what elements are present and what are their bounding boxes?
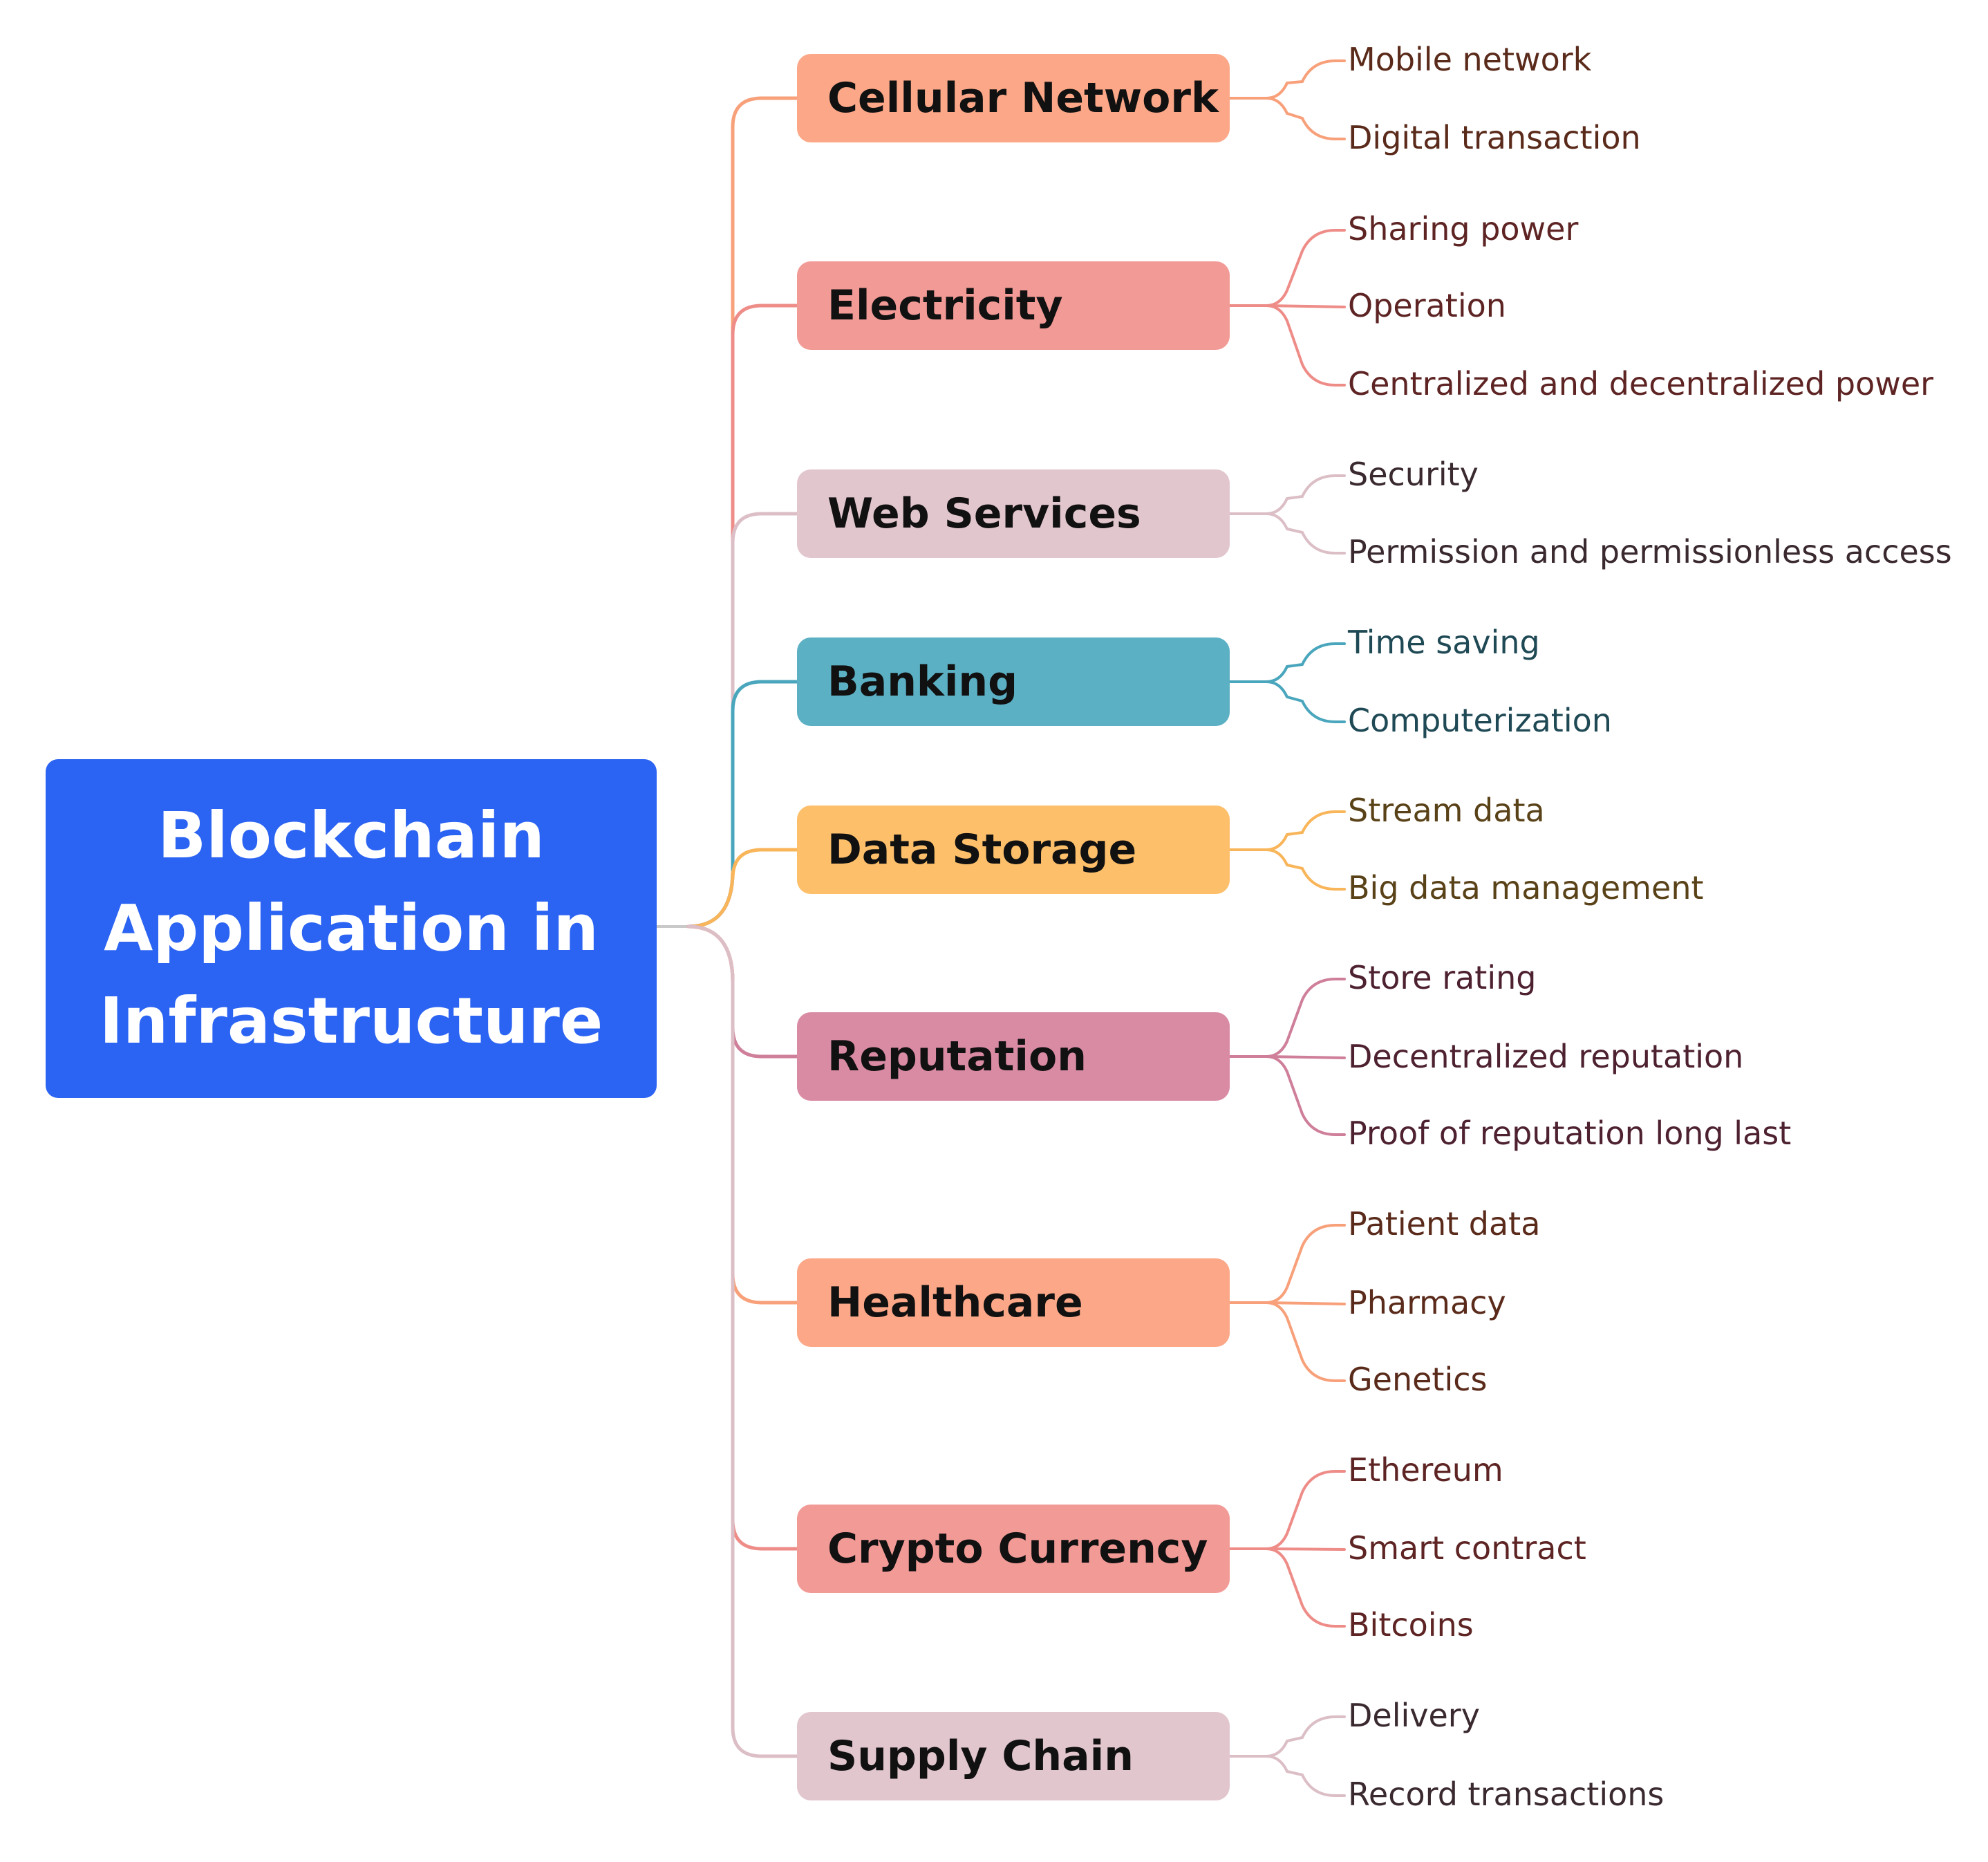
branch-line-3 [686,680,799,929]
subtopic-label[interactable]: Centralized and decentralized power [1348,365,1934,402]
subtopic-label[interactable]: Store rating [1348,959,1537,996]
branch-topic[interactable]: Cellular Network [797,54,1230,142]
branch-topic-label: Web Services [827,490,1141,538]
leaf-line-2-1 [1265,512,1346,555]
leaf-line-6-0 [1265,1224,1346,1304]
branch-topic-label: Cellular Network [827,74,1219,122]
branch-topic[interactable]: Data Storage [797,806,1230,894]
subtopic-label[interactable]: Sharing power [1348,210,1579,248]
branch-line-1 [686,304,799,929]
subtopic-label[interactable]: Mobile network [1348,41,1592,78]
subtopic-label[interactable]: Delivery [1348,1697,1480,1734]
subtopic-label[interactable]: Digital transaction [1348,119,1641,156]
subtopic-label[interactable]: Decentralized reputation [1348,1038,1744,1075]
branch-topic[interactable]: Electricity [797,261,1230,350]
branch-topic[interactable]: Web Services [797,469,1230,558]
branch-line-6 [686,924,799,1305]
branch-topic-label: Electricity [827,281,1063,330]
leaf-line-1-2 [1265,304,1346,387]
leaf-line-1-1 [1265,304,1346,308]
branch-topic-label: Data Storage [827,826,1137,874]
branch-line-2 [686,512,799,929]
central-topic-label: Blockchain Application in Infrastructure [99,799,603,1058]
leaf-line-0-0 [1265,59,1346,100]
branch-topic[interactable]: Reputation [797,1012,1230,1101]
leaf-line-1-0 [1265,229,1346,307]
leaf-line-2-0 [1265,474,1346,515]
subtopic-label[interactable]: Big data management [1348,869,1704,906]
subtopic-label[interactable]: Record transactions [1348,1776,1665,1813]
leaf-line-5-1 [1265,1055,1346,1059]
leaf-line-7-2 [1265,1547,1346,1628]
subtopic-label[interactable]: Ethereum [1348,1451,1503,1489]
leaf-line-0-1 [1265,97,1346,140]
subtopic-label[interactable]: Security [1348,456,1479,493]
leaf-line-5-0 [1265,978,1346,1058]
branch-line-5 [686,924,799,1059]
subtopic-label[interactable]: Patient data [1348,1205,1541,1242]
leaf-line-4-0 [1265,810,1346,851]
branch-topic[interactable]: Banking [797,637,1230,726]
branch-line-4 [686,848,799,929]
leaf-line-6-1 [1265,1301,1346,1305]
leaf-line-3-0 [1265,642,1346,683]
subtopic-label[interactable]: Genetics [1348,1361,1488,1398]
branch-topic[interactable]: Supply Chain [797,1712,1230,1800]
central-topic[interactable]: Blockchain Application in Infrastructure [46,759,657,1098]
branch-topic-label: Banking [827,658,1018,706]
branch-topic[interactable]: Healthcare [797,1258,1230,1347]
leaf-line-8-0 [1265,1715,1346,1758]
subtopic-label[interactable]: Computerization [1348,702,1612,739]
leaf-line-8-1 [1265,1755,1346,1797]
leaf-line-3-1 [1265,680,1346,723]
branch-topic-label: Crypto Currency [827,1525,1208,1573]
branch-topic-label: Supply Chain [827,1732,1134,1780]
branch-topic[interactable]: Crypto Currency [797,1505,1230,1593]
subtopic-label[interactable]: Time saving [1348,624,1540,661]
subtopic-label[interactable]: Operation [1348,287,1506,324]
subtopic-label[interactable]: Bitcoins [1348,1606,1474,1644]
branch-line-8 [686,924,799,1758]
leaf-line-7-0 [1265,1470,1346,1550]
leaf-line-4-1 [1265,848,1346,891]
subtopic-label[interactable]: Proof of reputation long last [1348,1115,1792,1152]
subtopic-label[interactable]: Stream data [1348,792,1545,829]
leaf-line-6-2 [1265,1301,1346,1382]
subtopic-label[interactable]: Smart contract [1348,1529,1586,1567]
branch-topic-label: Healthcare [827,1278,1083,1327]
subtopic-label[interactable]: Permission and permissionless access [1348,533,1952,570]
leaf-line-5-2 [1265,1055,1346,1136]
subtopic-label[interactable]: Pharmacy [1348,1284,1506,1321]
branch-topic-label: Reputation [827,1032,1087,1081]
branch-line-7 [686,924,799,1551]
